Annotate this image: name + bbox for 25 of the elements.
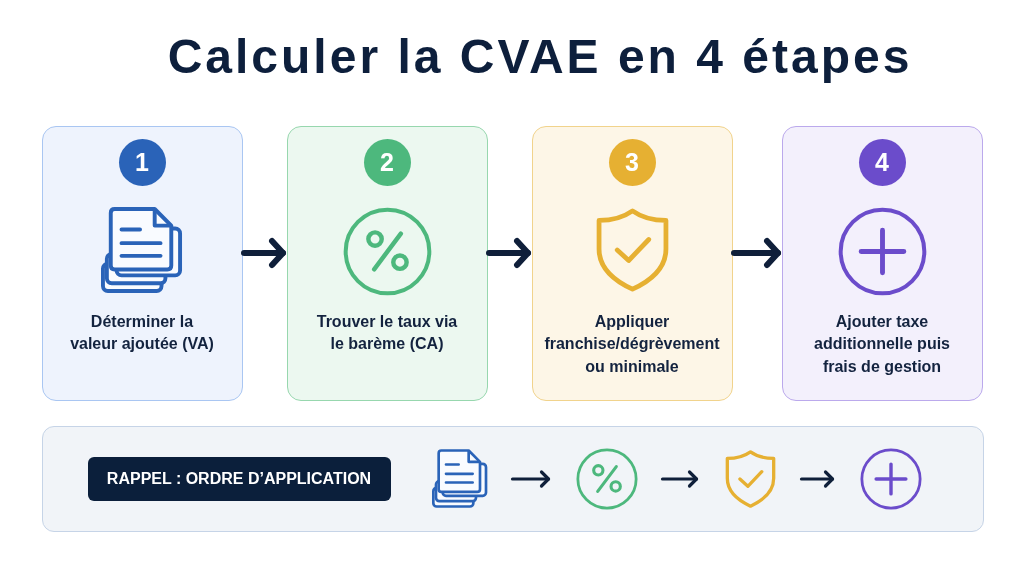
step-number: 2 [363,139,411,186]
step-number: 3 [608,139,656,186]
reminder-panel [42,426,984,532]
arrow [486,238,531,268]
arrow [731,238,781,268]
document-stack-icon [431,448,488,508]
arrow [510,470,551,488]
title: Calculer la CVAE en 4 étapes [167,29,913,85]
reminder-label: RAPPEL : ORDRE D’APPLICATION [87,456,391,501]
step-number: 4 [858,139,906,186]
arrow [241,238,286,268]
step-card [782,126,983,401]
plus-circle-icon [859,447,922,510]
arrow [660,470,699,488]
step-description: Déterminer la valeur ajoutée (VA) [69,311,215,354]
percent-icon [575,447,638,510]
step-number: 1 [118,139,166,186]
shield-check-icon [723,448,777,509]
step-description: Trouver le taux via le barème (CA) [315,311,459,354]
arrow [799,470,835,488]
step-card [287,126,488,401]
step-description: Ajouter taxe additionnelle puis frais de gestion [813,311,951,377]
step-description: Appliquer franchise/dégrèvement ou minimale [543,311,721,377]
step-card [42,126,243,401]
step-card [532,126,733,401]
